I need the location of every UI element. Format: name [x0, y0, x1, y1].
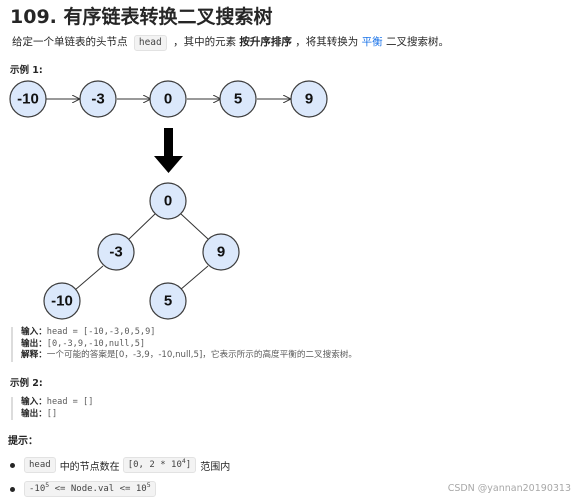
hint-item-1: head 中的节点数在 [0, 2 * 104] 范围内 [10, 457, 230, 473]
desc-code-head: head [133, 35, 167, 51]
tree-edge-left-left [74, 265, 104, 291]
svg-text:0: 0 [164, 91, 172, 108]
input-value: head = [-10,-3,0,5,9] [46, 327, 156, 337]
tree-node-right-left: 5 [149, 282, 187, 320]
input-label: 输入： [21, 327, 47, 337]
output-value: [] [46, 408, 58, 419]
example2-io-block: 输入：head = [] 输出：[] [11, 397, 93, 420]
hint-val-exp1: 5 [45, 481, 50, 489]
svg-text:-10: -10 [17, 91, 39, 108]
output-label: 输出： [21, 338, 47, 349]
desc-bold-sorted: 按升序排序 [239, 36, 292, 48]
output-label: 输出： [21, 408, 47, 419]
hint-val-range-chip: -105 <= Node.val <= 105 [24, 481, 156, 497]
example2-output-line: 输出：[] [21, 409, 93, 421]
list-node-1: -10 [9, 80, 47, 118]
example1-heading: 示例 1: [10, 65, 43, 76]
explain-label: 解释： [21, 350, 47, 360]
tree-edge-right-left [179, 265, 209, 291]
list-node-2: -3 [79, 80, 117, 118]
hints-heading: 提示： [8, 436, 38, 447]
svg-text:5: 5 [164, 293, 172, 310]
balanced-link[interactable]: 平衡 [361, 36, 383, 48]
hint-val-prefix: -10 [29, 484, 46, 494]
tree-edge-root-right [180, 213, 209, 240]
bullet-icon [10, 462, 15, 468]
example1-figure: -10 -3 0 5 9 0 [9, 80, 328, 320]
desc-text-3: ，将其转换为 [295, 36, 359, 48]
hint-range-close: ] [185, 460, 192, 470]
list-node-5: 9 [290, 80, 328, 118]
svg-text:-3: -3 [109, 244, 122, 261]
tree-node-left: -3 [97, 233, 135, 271]
hint-val-mid: <= Node.val <= 10 [49, 484, 147, 494]
example1-explain-line: 解释：一个可能的答案是[0，-3,9，-10,null,5]，它表示所示的高度平… [21, 350, 357, 362]
bullet-icon [10, 486, 15, 492]
hint-item-2: -105 <= Node.val <= 105 [10, 481, 159, 497]
desc-text-1: 给定一个单链表的头节点 [12, 36, 128, 48]
svg-text:-3: -3 [91, 91, 104, 108]
hint-code-head: head [24, 457, 56, 473]
output-value: [0,-3,9,-10,null,5] [46, 338, 146, 349]
svg-text:0: 0 [164, 193, 172, 210]
list-node-3: 0 [149, 80, 187, 118]
hint-range-chip: [0, 2 * 104] [122, 457, 197, 473]
hint-val-exp2: 5 [146, 481, 151, 489]
desc-text-4: 二叉搜索树。 [385, 36, 449, 48]
example1-input-line: 输入：head = [-10,-3,0,5,9] [21, 327, 357, 339]
input-value: head = [] [46, 397, 94, 407]
hint-range: [0, 2 * 10 [127, 460, 182, 470]
csdn-watermark: CSDN @yannan20190313 [447, 483, 571, 494]
problem-description: 给定一个单链表的头节点 head ，其中的元素 按升序排序 ，将其转换为 平衡 … [12, 34, 449, 51]
tree-node-root: 0 [149, 182, 187, 220]
example1-io-block: 输入：head = [-10,-3,0,5,9] 输出：[0,-3,9,-10,… [11, 327, 357, 362]
hint-text: 中的节点数在 [59, 461, 120, 473]
hint-range-exp: 4 [181, 457, 186, 465]
svg-text:-10: -10 [51, 293, 73, 310]
svg-text:9: 9 [305, 91, 313, 108]
input-label: 输入： [21, 397, 47, 407]
hint-suffix: 范围内 [200, 461, 231, 473]
down-arrow-icon [154, 128, 183, 173]
example1-output-line: 输出：[0,-3,9,-10,null,5] [21, 339, 357, 351]
problem-title: 109. 有序链表转换二叉搜索树 [10, 6, 273, 28]
example2-heading: 示例 2: [10, 378, 43, 389]
svg-text:9: 9 [217, 244, 225, 261]
tree-edge-root-left [128, 213, 156, 240]
explain-value: 一个可能的答案是[0，-3,9，-10,null,5]，它表示所示的高度平衡的二… [46, 350, 357, 360]
tree-node-right: 9 [202, 233, 240, 271]
list-node-4: 5 [219, 80, 257, 118]
tree-node-left-left: -10 [43, 282, 81, 320]
desc-text-2: ，其中的元素 [173, 36, 237, 48]
example2-input-line: 输入：head = [] [21, 397, 93, 409]
svg-text:5: 5 [234, 91, 242, 108]
